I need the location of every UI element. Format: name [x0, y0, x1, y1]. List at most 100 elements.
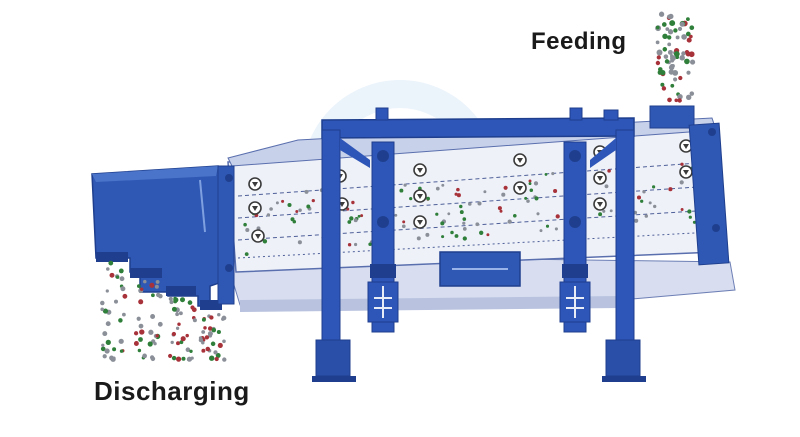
eccentric-vibrator-icon — [513, 153, 527, 167]
particle — [295, 210, 299, 213]
particle — [216, 329, 221, 335]
particle — [394, 213, 398, 217]
particle — [136, 284, 141, 288]
particle — [440, 221, 445, 226]
particle — [686, 70, 691, 75]
particle — [360, 214, 364, 218]
particle — [652, 185, 656, 189]
particle — [528, 182, 532, 186]
particle — [168, 296, 173, 301]
particle — [402, 220, 406, 224]
particle — [685, 31, 691, 37]
particle — [181, 356, 186, 361]
particle — [142, 353, 147, 359]
particle — [551, 172, 555, 176]
particle — [545, 224, 550, 228]
particle — [189, 349, 193, 353]
particle — [138, 299, 144, 305]
particle — [664, 59, 670, 64]
particle — [462, 217, 467, 221]
particle — [136, 316, 141, 321]
particle — [154, 284, 159, 289]
particle — [459, 210, 464, 215]
particle — [120, 286, 126, 292]
particle — [178, 311, 183, 316]
particle — [153, 342, 157, 346]
particle — [275, 201, 279, 205]
particle — [222, 357, 227, 362]
particle — [544, 172, 548, 176]
particle — [539, 229, 543, 233]
particle — [353, 218, 358, 223]
particle — [213, 350, 218, 355]
discharge-hopper — [91, 165, 235, 310]
particle — [425, 232, 430, 237]
particle — [211, 327, 217, 333]
particle — [138, 337, 143, 342]
particle — [109, 272, 115, 278]
particle — [354, 242, 358, 247]
particle — [686, 94, 692, 100]
particle — [108, 260, 114, 266]
deck-particles — [243, 162, 697, 256]
particle — [668, 69, 675, 75]
particle — [526, 199, 530, 203]
particle — [675, 35, 680, 40]
particle — [553, 188, 558, 194]
particle — [171, 306, 177, 312]
particle — [663, 54, 669, 59]
particle — [185, 347, 191, 352]
eccentric-vibrator-icon — [593, 197, 607, 211]
particle — [536, 212, 540, 216]
particle — [297, 240, 302, 245]
particle — [679, 55, 685, 61]
particle — [304, 189, 309, 194]
particle — [667, 29, 674, 35]
particle — [169, 300, 174, 305]
particle — [106, 267, 110, 271]
particle — [483, 190, 487, 194]
particle — [667, 97, 672, 103]
particle — [454, 234, 459, 238]
particle — [456, 187, 460, 192]
particle — [139, 329, 145, 335]
particle — [658, 11, 665, 17]
particle — [180, 297, 185, 303]
particle — [118, 318, 123, 323]
particle — [209, 355, 215, 361]
particle — [149, 282, 155, 288]
particle — [653, 204, 657, 209]
particle — [207, 326, 213, 331]
particle — [347, 243, 352, 247]
particle — [609, 209, 613, 213]
particle — [670, 55, 676, 62]
particle — [636, 195, 642, 200]
particle — [679, 180, 684, 185]
particle — [441, 235, 445, 239]
particle — [210, 341, 216, 347]
particle — [688, 51, 695, 58]
particle — [409, 197, 413, 201]
particle — [648, 201, 652, 205]
particle — [143, 279, 147, 284]
particle — [447, 212, 451, 216]
eccentric-vibrator-icon — [513, 181, 527, 195]
eccentric-vibrator-icon — [413, 215, 427, 229]
particle — [175, 326, 180, 330]
particle — [655, 60, 661, 66]
particle — [204, 335, 210, 340]
particle — [607, 169, 611, 173]
particle — [191, 307, 197, 313]
eccentric-vibrator-icon — [251, 229, 265, 243]
particle — [119, 349, 124, 353]
particle — [281, 199, 285, 203]
particle — [644, 214, 649, 218]
particle — [122, 312, 126, 317]
particle — [102, 331, 108, 337]
feed-inlet — [649, 105, 730, 266]
support-frame — [312, 107, 646, 382]
particle — [171, 355, 177, 361]
particle — [158, 293, 163, 299]
feeding-label: Feeding — [531, 28, 627, 55]
